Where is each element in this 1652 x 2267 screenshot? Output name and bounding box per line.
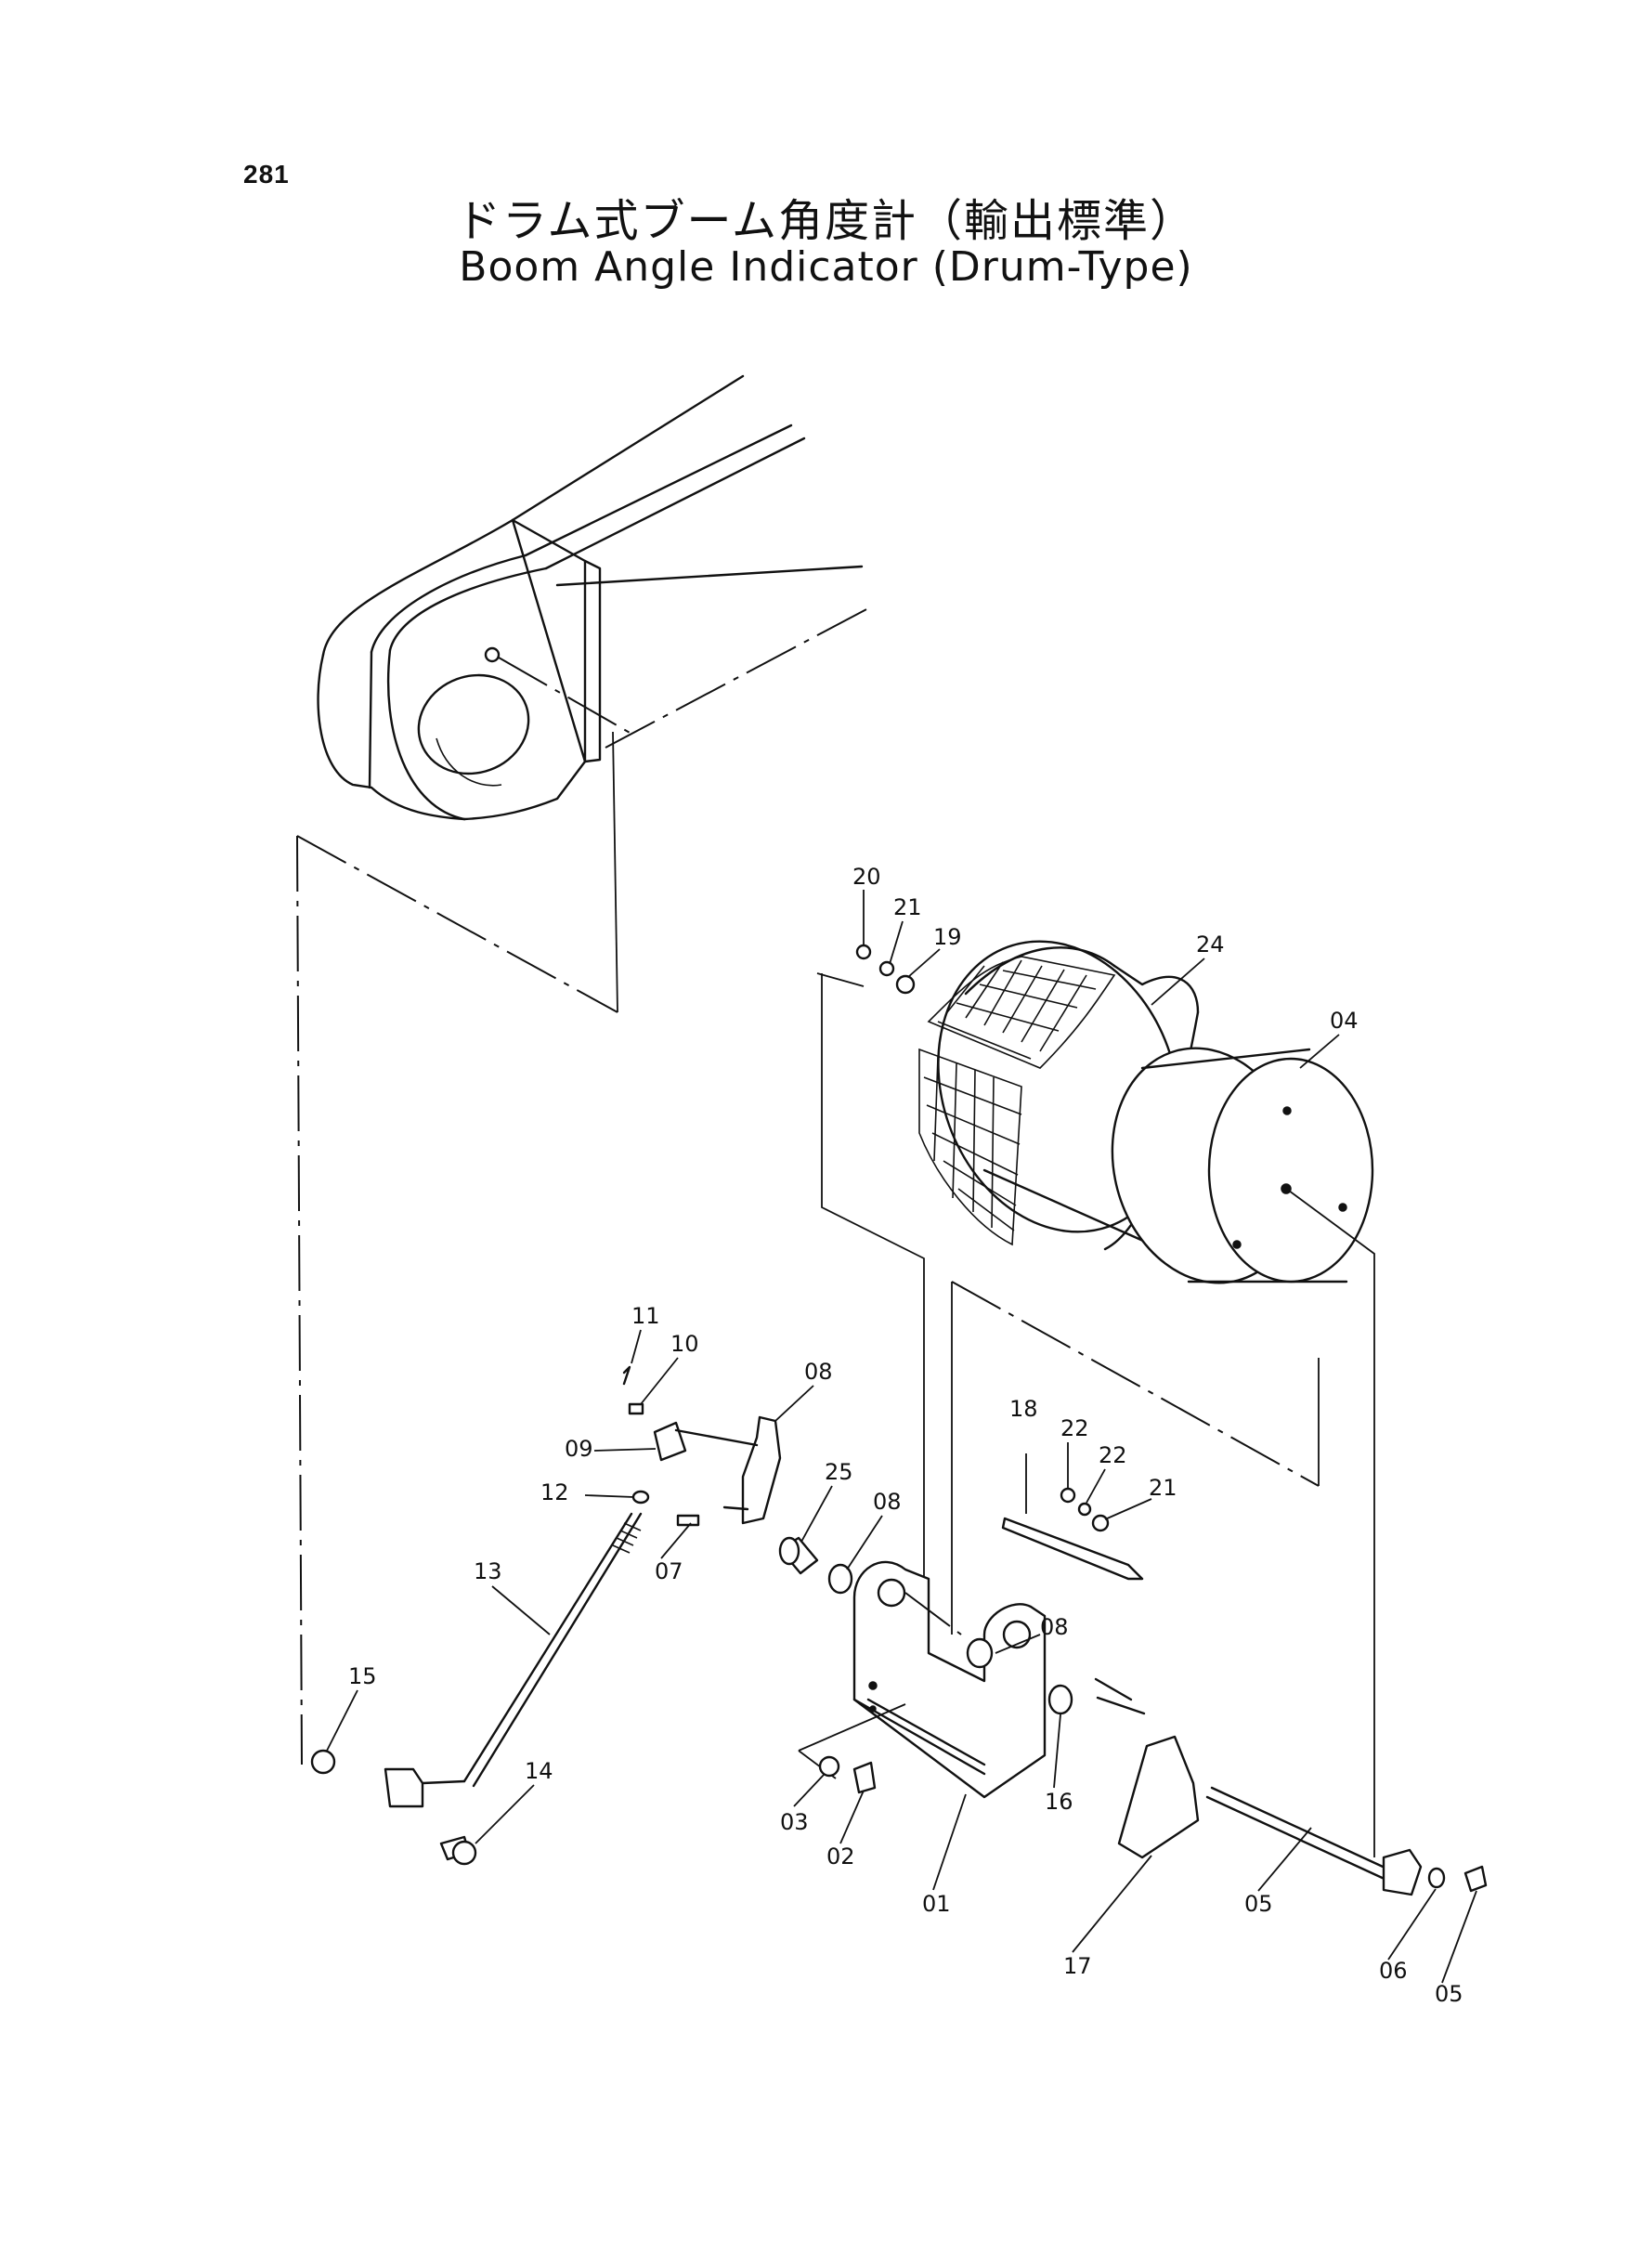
callout-04: 04	[1330, 1008, 1359, 1034]
callout-21-right: 21	[1149, 1475, 1177, 1501]
callout-03: 03	[780, 1809, 809, 1835]
drum-scale-grid	[918, 956, 1116, 1246]
callout-18: 16	[1045, 1789, 1073, 1815]
callout-21-top: 19	[933, 924, 962, 950]
assembly-lines	[816, 972, 1375, 1857]
boom-structure	[296, 374, 869, 1765]
callout-14: 12	[540, 1479, 569, 1505]
callout-05: 05	[1244, 1891, 1273, 1917]
callout-23-top: 20	[852, 864, 881, 890]
callout-10: 07	[655, 1558, 683, 1584]
title-japanese: ドラム式ブーム角度計（輸出標準）	[455, 195, 1197, 247]
callout-02: 02	[826, 1844, 855, 1870]
callout-16: 14	[525, 1758, 553, 1784]
callout-13: 11	[631, 1303, 660, 1329]
callout-20: 18	[1009, 1396, 1038, 1422]
callout-08-left: 08	[873, 1489, 902, 1515]
callout-22-top: 21	[893, 894, 922, 920]
callout-11: 09	[565, 1436, 593, 1462]
callout-19: 17	[1063, 1953, 1092, 1979]
drum-cover-04	[1111, 1047, 1374, 1284]
callout-labels: 20 21 19 24 04 11 10 08 18 22 22 21 09 2…	[348, 864, 1463, 2007]
callout-01: 01	[922, 1891, 951, 1917]
callout-23-right: 22	[1060, 1415, 1089, 1441]
callout-07: 06	[1379, 1958, 1408, 1984]
leader-lines	[326, 890, 1477, 1984]
callout-17: 15	[348, 1663, 377, 1689]
callout-24: 24	[1196, 932, 1225, 958]
bracket-01	[798, 1560, 1047, 1799]
callout-06: 05	[1435, 1981, 1463, 2007]
callout-12: 10	[670, 1331, 699, 1357]
callout-25: 25	[825, 1459, 853, 1485]
page-number: 281	[243, 160, 290, 189]
small-parts	[310, 944, 1488, 1896]
callout-08-right: 08	[1040, 1614, 1069, 1640]
title-english: Boom Angle Indicator (Drum-Type)	[459, 243, 1193, 291]
callout-15: 13	[474, 1558, 502, 1584]
callout-22-right: 22	[1099, 1442, 1127, 1468]
callout-09: 08	[804, 1359, 833, 1385]
